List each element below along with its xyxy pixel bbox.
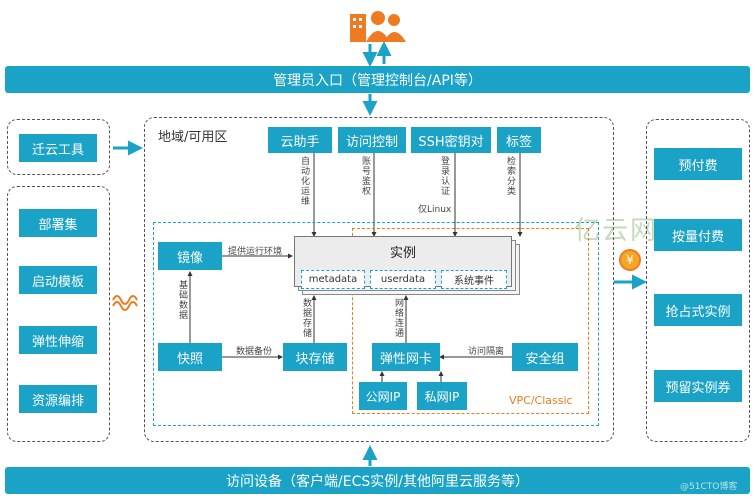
cloud-assistant-box[interactable]: 云助手 (268, 127, 332, 153)
auto-scaling-box[interactable]: 弹性伸缩 (19, 326, 97, 354)
system-events-tag: 系统事件 (441, 270, 507, 289)
migration-tool-box[interactable]: 迁云工具 (19, 134, 97, 162)
admin-users-icon (348, 6, 410, 44)
migration-tool-group (7, 119, 110, 175)
note-retrieval: 检索分类 (506, 157, 516, 197)
link-wave-icon (112, 295, 138, 305)
billing-group (646, 119, 750, 442)
metadata-tag: metadata (301, 270, 365, 289)
image-box[interactable]: 镜像 (158, 242, 222, 270)
note-linux-only: 仅Linux (418, 205, 452, 215)
deployment-set-box[interactable]: 部署集 (19, 209, 97, 237)
instance-title: 实例 (389, 246, 416, 261)
block-storage-note: 数据存储 (302, 299, 312, 339)
snapshot-box[interactable]: 快照 (158, 343, 222, 371)
region-zone-container (144, 117, 614, 442)
deployment-tools-group (7, 186, 110, 442)
security-group-box[interactable]: 安全组 (512, 343, 578, 371)
pay-as-you-go-box[interactable]: 按量付费 (654, 219, 742, 251)
compute-area (153, 222, 599, 426)
note-account-auth: 账号鉴权 (361, 157, 371, 197)
access-devices-bar[interactable]: 访问设备（客户端/ECS实例/其他阿里云服务等） (5, 467, 750, 494)
vpc-label: VPC/Classic (509, 394, 573, 407)
security-group-note: 访问隔离 (468, 347, 505, 357)
note-automation: 自动化运维 (300, 157, 310, 207)
eni-note: 网络连通 (394, 299, 404, 339)
image-note: 提供运行环境 (228, 247, 283, 257)
region-zone-title: 地域/可用区 (158, 130, 228, 145)
note-login-auth: 登录认证 (440, 157, 450, 197)
watermark-text: 亿云网 (574, 216, 659, 246)
prepaid-box[interactable]: 预付费 (654, 148, 742, 180)
userdata-tag: userdata (370, 270, 436, 289)
snapshot-base-data-note: 基础数据 (178, 281, 188, 321)
tag-box[interactable]: 标签 (497, 127, 541, 153)
footer-watermark: @51CTO博客 (680, 482, 738, 492)
access-control-box[interactable]: 访问控制 (338, 127, 406, 153)
admin-entry-label: 管理员入口（管理控制台/API等） (273, 72, 482, 89)
eni-box[interactable]: 弹性网卡 (372, 343, 440, 371)
preemptible-instance-box[interactable]: 抢占式实例 (654, 294, 742, 326)
snapshot-backup-note: 数据备份 (236, 347, 273, 357)
yen-coin-icon: ¥ (619, 249, 641, 271)
resource-orchestration-box[interactable]: 资源编排 (19, 385, 97, 413)
launch-template-box[interactable]: 启动模板 (19, 266, 97, 294)
admin-entry-bar[interactable]: 管理员入口（管理控制台/API等） (5, 66, 750, 93)
block-storage-box[interactable]: 块存储 (283, 343, 347, 371)
vpc-area (352, 228, 589, 414)
private-ip-box[interactable]: 私网IP (417, 382, 467, 410)
public-ip-box[interactable]: 公网IP (359, 382, 407, 410)
reserved-instance-box[interactable]: 预留实例券 (654, 370, 742, 402)
ssh-keypair-box[interactable]: SSH密钥对 (411, 127, 491, 153)
access-devices-label: 访问设备（客户端/ECS实例/其他阿里云服务等） (226, 473, 529, 490)
